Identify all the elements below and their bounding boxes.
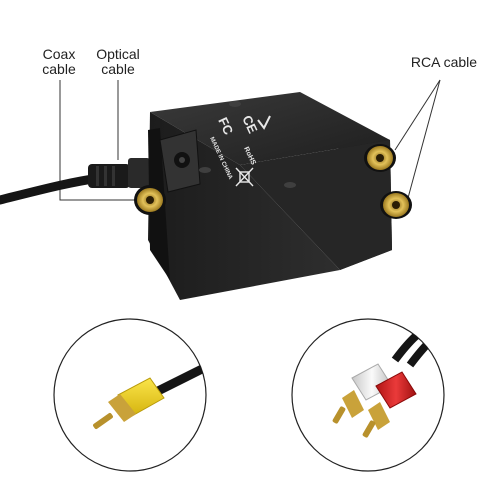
rca-jack-bottom [380,191,412,219]
coax-label-line1: Coax [42,46,76,62]
callout-lines [59,79,441,201]
optical-cable-label: Optical cable [90,47,146,77]
coax-plug [88,158,150,188]
coax-cable [0,173,105,205]
coax-cable-inset [53,318,207,472]
coax-cable-label: Coax cable [33,47,85,77]
coax-jack [134,185,166,215]
ce-mark: CE [239,113,260,136]
rca-cable-label: RCA cable [410,54,478,70]
coax-label-line2: cable [42,61,76,77]
optical-label-line1: Optical [96,46,140,62]
weee-bin-icon [235,167,254,187]
fc-mark: FC [215,115,236,138]
check-mark-icon [257,115,271,130]
rca-jack-top [364,144,396,172]
rca-cable-inset [291,318,445,472]
optical-label-line2: cable [101,61,135,77]
converter-device [148,92,392,300]
